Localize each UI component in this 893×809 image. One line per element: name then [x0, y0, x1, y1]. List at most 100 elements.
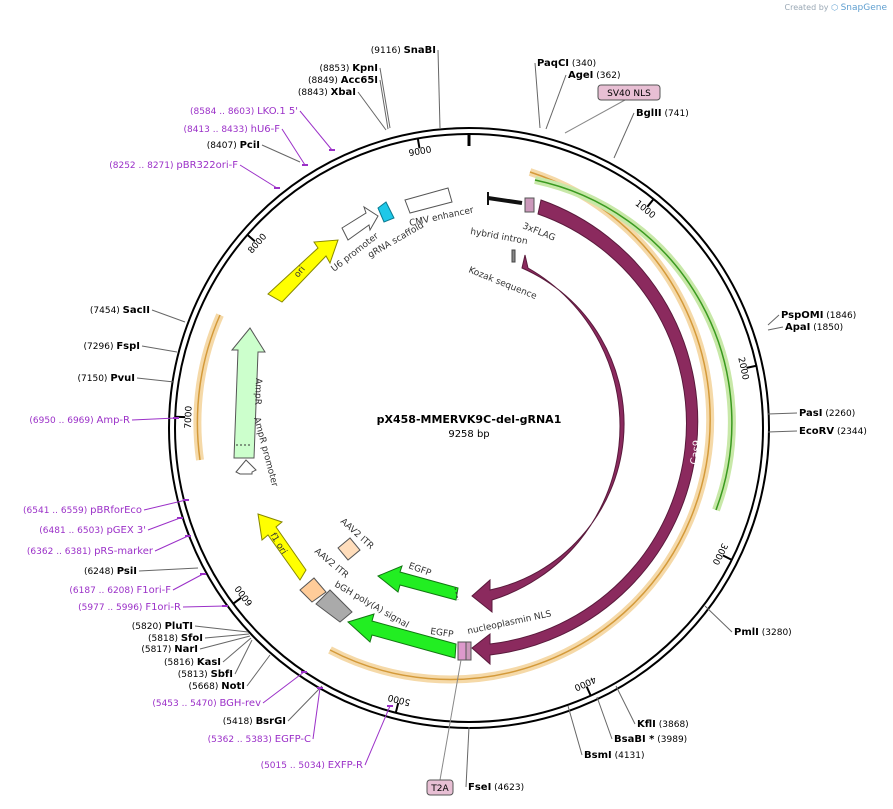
enzyme-site: PaqCI (340)	[535, 58, 596, 128]
tick-label: 7000	[184, 405, 195, 429]
enzyme-label: EcoRV (2344)	[799, 426, 867, 437]
primer-site: (6950 .. 6969) Amp-R	[29, 415, 179, 426]
enzyme-leader	[768, 413, 797, 414]
enzyme-label: (8407) PciI	[207, 140, 260, 151]
cas9-label-inner: Cas9	[634, 424, 649, 450]
enzyme-leader	[380, 68, 390, 128]
primer-leader	[183, 606, 225, 607]
enzyme-site: (8843) XbaI	[298, 87, 386, 130]
primer-label: (6187 .. 6208) F1ori-F	[69, 585, 171, 596]
enzyme-label: (5668) NotI	[188, 681, 245, 692]
enzyme-label: (6248) PsiI	[84, 566, 137, 577]
tick-label: 8000	[247, 232, 270, 256]
ampr-label: AmpR	[252, 378, 263, 405]
enzyme-label: AgeI (362)	[568, 70, 620, 81]
primer-label: (5015 .. 5034) EXFP-R	[261, 760, 363, 771]
enzyme-label: (5820) PluTI	[132, 621, 193, 632]
enzyme-site: EcoRV (2344)	[768, 426, 867, 437]
primer-site: (6362 .. 6381) pRS-marker	[27, 536, 191, 557]
enzyme-site: FseI (4623)	[466, 727, 524, 793]
enzyme-site: (7150) PvuI	[78, 373, 174, 384]
primer-leader	[365, 706, 390, 765]
tick-label: 6000	[233, 583, 255, 608]
enzyme-leader	[705, 606, 732, 632]
hybrid-intron-feature	[488, 198, 522, 203]
enzyme-site: (8407) PciI	[207, 140, 300, 162]
enzyme-label: KflI (3868)	[637, 719, 689, 730]
ampr-promoter-label: AmpR promoter	[251, 416, 279, 488]
enzyme-site: ApaI (1850)	[768, 322, 843, 333]
primer-label: (8252 .. 8271) pBR322ori-F	[109, 160, 238, 171]
primer-leader	[263, 672, 304, 703]
enzyme-site: PmlI (3280)	[705, 606, 792, 638]
enzyme-label: (5418) BsrGI	[223, 716, 286, 727]
enzyme-label: BsaBI * (3989)	[614, 734, 687, 745]
primer-leader	[173, 574, 203, 590]
enzyme-site: KflI (3868)	[616, 686, 689, 730]
enzyme-label: PspOMI (1846)	[781, 310, 856, 321]
enzyme-site: (7296) FspI	[84, 341, 177, 352]
enzyme-leader	[568, 706, 582, 755]
tick-label: 3000	[710, 541, 729, 566]
t2a-label: T2A	[430, 784, 449, 794]
enzyme-leader	[142, 346, 177, 352]
enzyme-label: PmlI (3280)	[734, 627, 792, 638]
plasmid-name: pX458-MMERVK9C-del-gRNA1	[377, 413, 562, 426]
enzyme-label: ApaI (1850)	[785, 322, 843, 333]
enzyme-leader	[438, 50, 440, 128]
enzyme-leader	[546, 75, 566, 129]
cas9-label-outer: Cas9	[689, 439, 703, 465]
enzyme-leader	[614, 113, 634, 158]
enzyme-site: (8849) Acc65I	[308, 75, 388, 129]
tick-label: 2000	[735, 356, 750, 381]
enzyme-label: (8849) Acc65I	[308, 75, 378, 86]
enzyme-leader	[139, 568, 198, 571]
brand-name: SnapGene	[841, 3, 887, 13]
enzyme-leader	[247, 655, 270, 686]
enzyme-label: (5818) SfoI	[148, 633, 203, 644]
primer-leader	[300, 111, 332, 150]
enzyme-leader	[195, 626, 248, 632]
enzyme-leader	[288, 686, 322, 721]
enzyme-leader	[466, 727, 469, 787]
enzyme-label: BsmI (4131)	[584, 750, 645, 761]
enzyme-leader	[205, 634, 249, 638]
enzyme-label: (9116) SnaBI	[371, 45, 436, 56]
enzyme-leader	[597, 697, 612, 739]
primer-site: (8252 .. 8271) pBR322ori-F	[109, 160, 280, 188]
t2a-feature	[466, 642, 471, 660]
orf-arc-left	[197, 315, 220, 460]
tick-label: 4000	[572, 674, 597, 693]
enzyme-label: (5817) NarI	[141, 644, 198, 655]
brand-prefix: Created by	[785, 3, 829, 12]
primer-label: (8584 .. 8603) LKO.1 5'	[190, 106, 298, 117]
plasmid-length: 9258 bp	[448, 429, 489, 440]
enzyme-leader	[768, 315, 779, 325]
primer-leader	[240, 165, 277, 188]
tick-label: 9000	[408, 145, 433, 159]
kozak-feature	[512, 250, 515, 262]
enzyme-site: (5820) PluTI	[132, 621, 248, 632]
enzyme-label: (8853) KpnI	[319, 63, 378, 74]
enzyme-leader	[137, 378, 174, 382]
enzyme-leader	[535, 63, 540, 128]
nucleoplasmin-nls-feature	[458, 642, 466, 660]
primer-label: (5453 .. 5470) BGH-rev	[152, 698, 261, 709]
primer-leader	[155, 536, 188, 551]
primer-label: (6541 .. 6559) pBRforEco	[23, 505, 142, 516]
primer-site: (5977 .. 5996) F1ori-R	[78, 602, 228, 613]
primer-label: (6950 .. 6969) Amp-R	[29, 415, 130, 426]
primer-leader	[313, 688, 320, 739]
grna-scaffold-feature	[378, 202, 394, 222]
hybrid-intron-label: hybrid intron	[469, 227, 528, 247]
enzyme-label: FseI (4623)	[468, 782, 524, 793]
aav2-itr-feature-1	[338, 538, 360, 560]
enzyme-label: (8843) XbaI	[298, 87, 356, 98]
enzyme-label: (5816) KasI	[164, 657, 221, 668]
enzyme-label: (7296) FspI	[84, 341, 140, 352]
tick-label: 1000	[633, 199, 657, 221]
snapgene-watermark: Created by ⬡ SnapGene	[785, 3, 888, 13]
cmv-enhancer-feature	[405, 188, 452, 213]
